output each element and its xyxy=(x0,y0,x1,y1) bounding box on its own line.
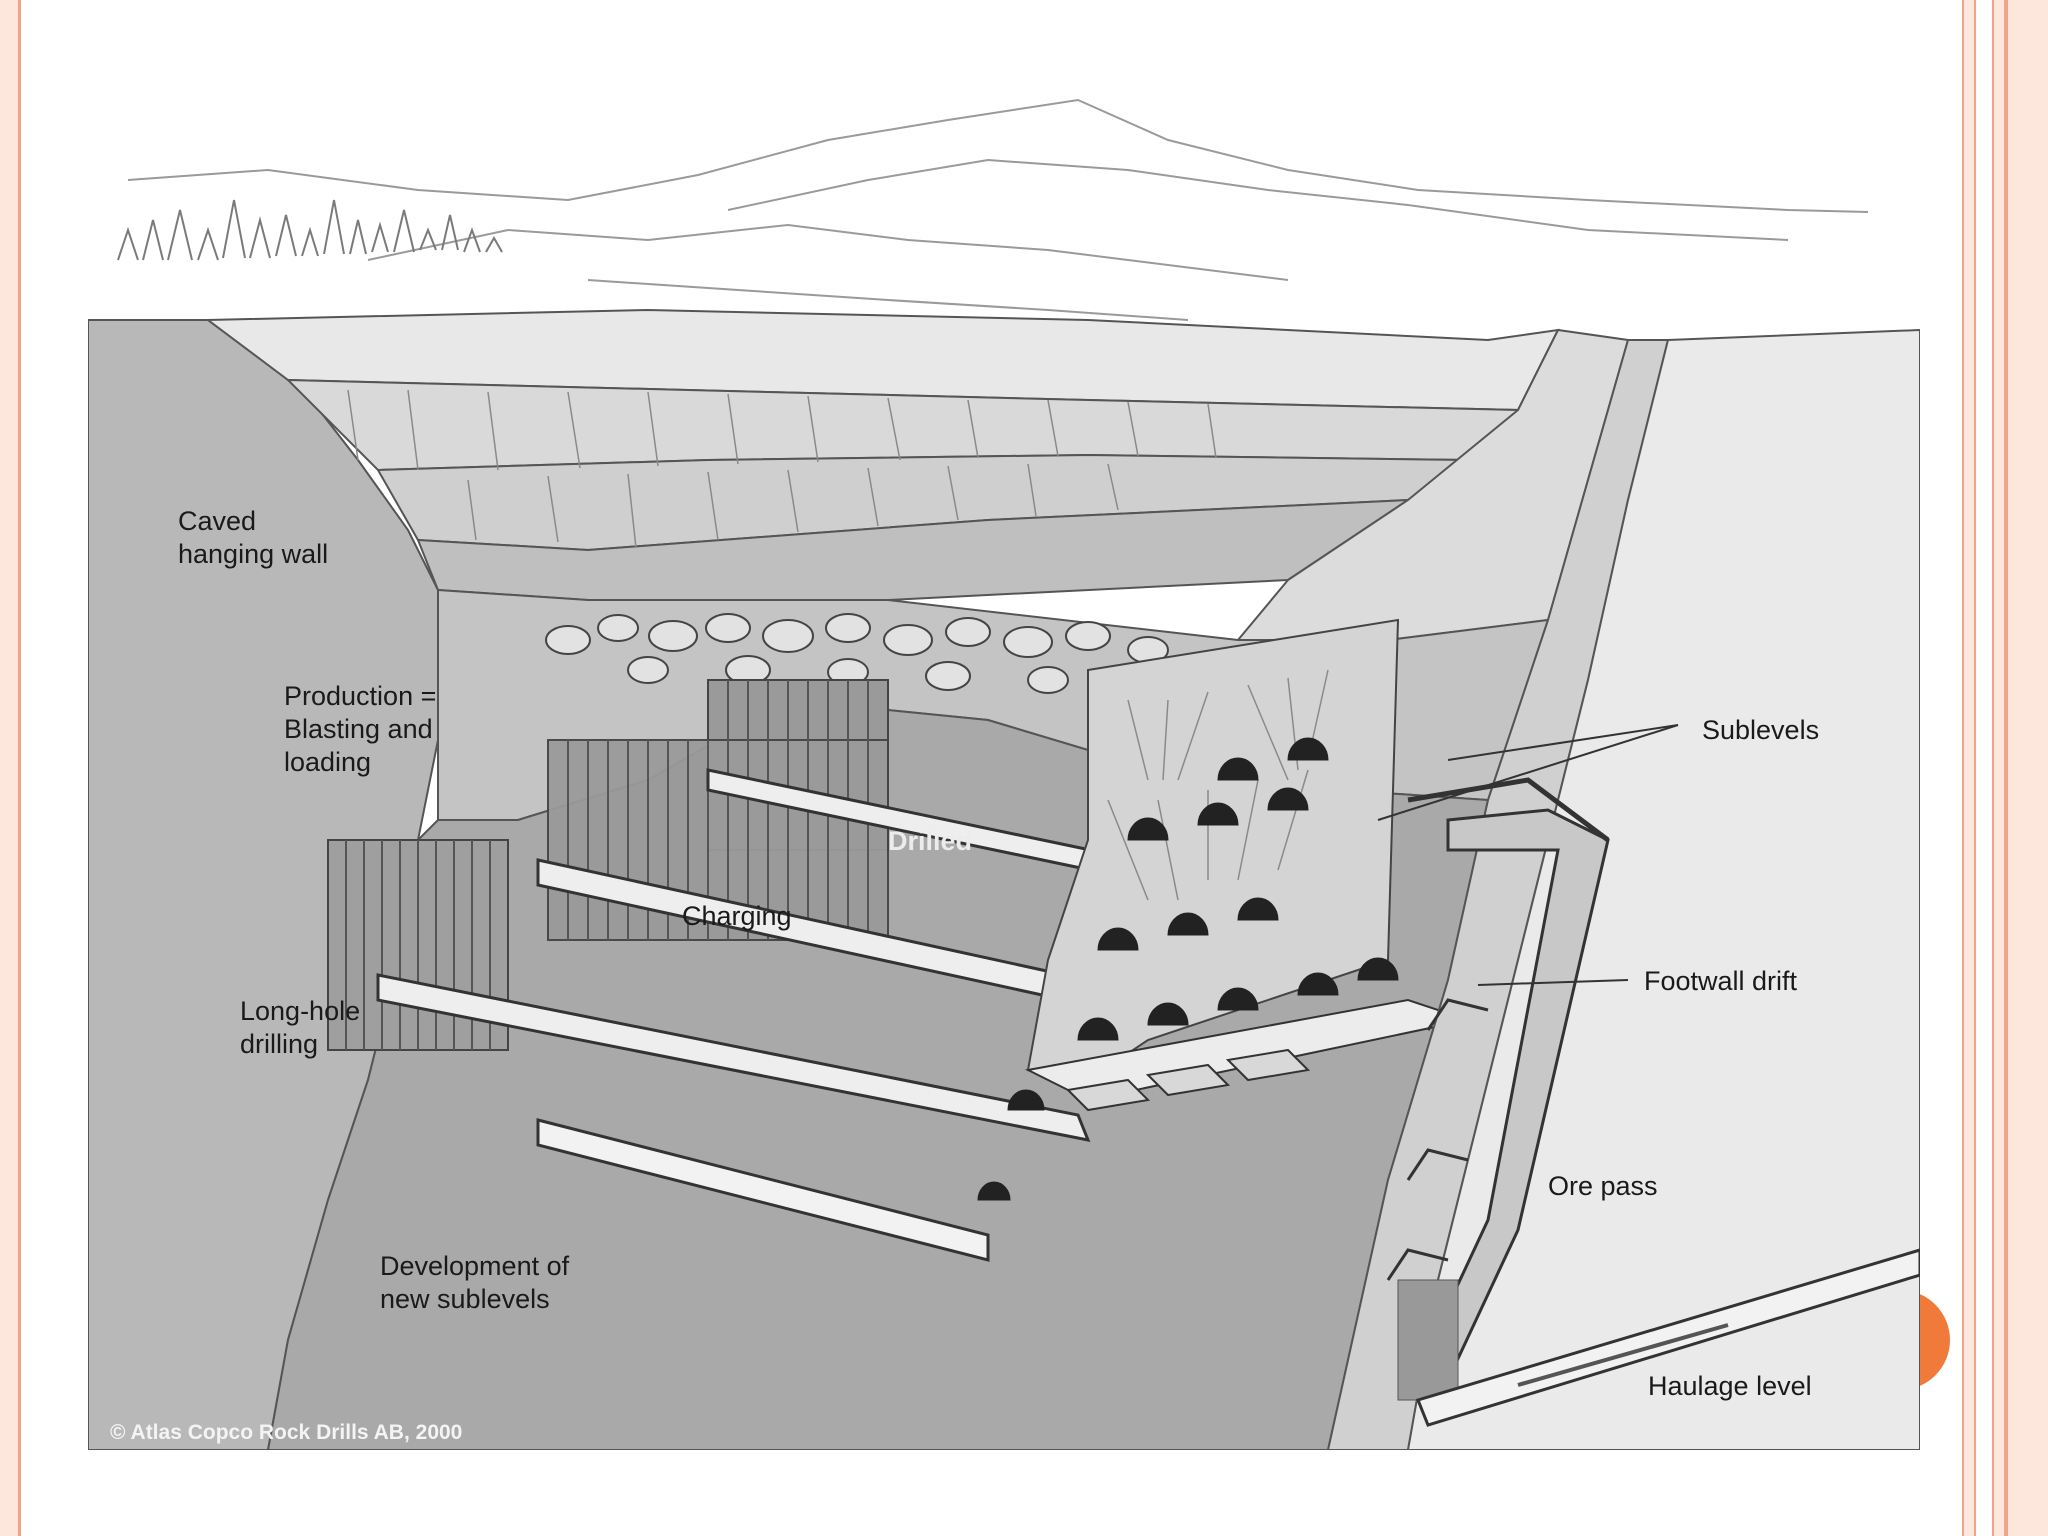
slide-frame-right xyxy=(1962,0,2048,1536)
fan-rings xyxy=(1107,669,1329,901)
treeline xyxy=(117,199,503,261)
footwall-face xyxy=(1406,328,1920,1450)
footwall-drift xyxy=(1024,998,1472,1112)
label-caved-hanging-wall: Caved hanging wall xyxy=(178,506,329,569)
sublevel-drifts xyxy=(376,768,1140,1262)
sublevel-caving-diagram: Caved hanging wall Production = Blasting… xyxy=(88,80,1920,1450)
label-drilled: Drilled xyxy=(888,826,973,856)
label-development: Development of new sublevels xyxy=(380,1251,570,1314)
slide-frame-left xyxy=(0,0,21,1536)
label-long-hole-drilling: Long-hole drilling xyxy=(240,996,361,1059)
tunnel-openings xyxy=(977,737,1399,1201)
label-charging: Charging xyxy=(682,901,792,931)
mine-cross-section-illustration xyxy=(88,98,1920,1450)
label-footwall-drift: Footwall drift xyxy=(1644,966,1798,996)
label-ore-pass: Ore pass xyxy=(1548,1171,1658,1201)
bench-striations xyxy=(347,389,1217,549)
haulage-tunnel xyxy=(1415,1248,1920,1427)
open-pit-benches xyxy=(205,308,1560,601)
label-sublevels: Sublevels xyxy=(1702,715,1820,745)
label-haulage-level: Haulage level xyxy=(1648,1371,1812,1401)
mountain-ridge xyxy=(127,98,1869,321)
ore-pass-rubble xyxy=(1397,1279,1459,1401)
leader-lines xyxy=(1377,724,1679,986)
label-copyright: © Atlas Copco Rock Drills AB, 2000 xyxy=(110,1421,463,1444)
label-production: Production = Blasting and loading xyxy=(284,681,437,777)
